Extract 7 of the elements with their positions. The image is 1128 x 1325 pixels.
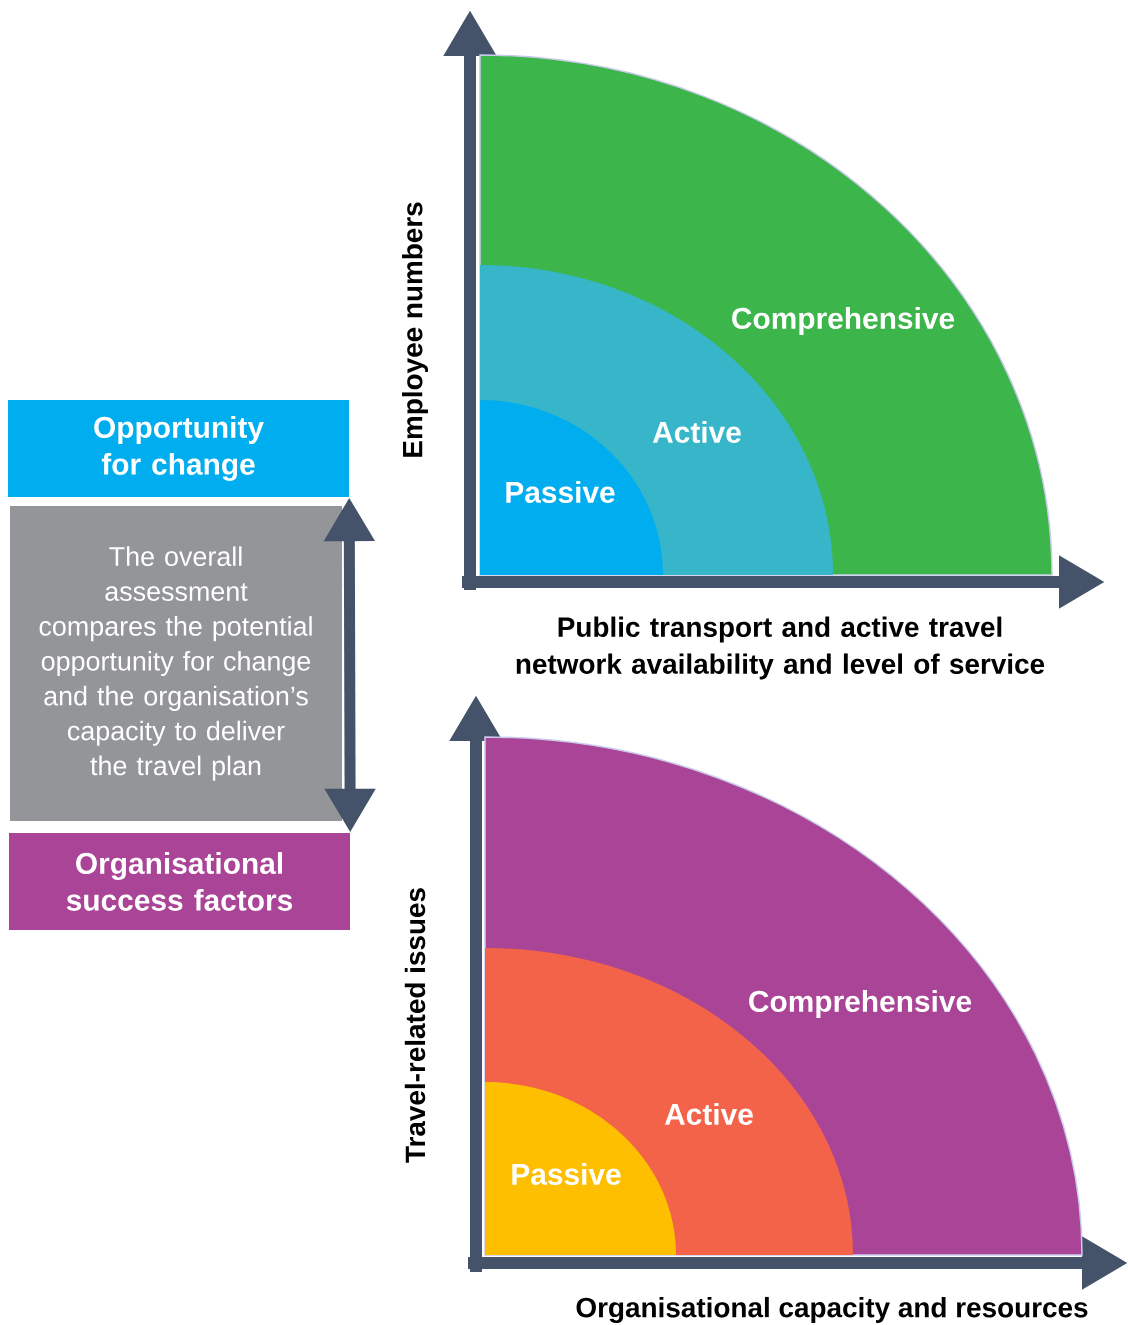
axis-label: Organisational capacity and resources <box>576 1296 1088 1324</box>
axis-label: Travel-related issues <box>404 888 426 1163</box>
text-box: Organisational success factors <box>9 833 350 930</box>
text-box: The overall assessment compares the potential opportunity for change and the organisation’s capacity to deliver the travel plan <box>10 506 342 821</box>
axis-label: Public transport and active travel network availability and level of service <box>516 616 1045 680</box>
text-box: Opportunity for change <box>8 400 349 497</box>
axis-label: Employee numbers <box>402 202 428 457</box>
